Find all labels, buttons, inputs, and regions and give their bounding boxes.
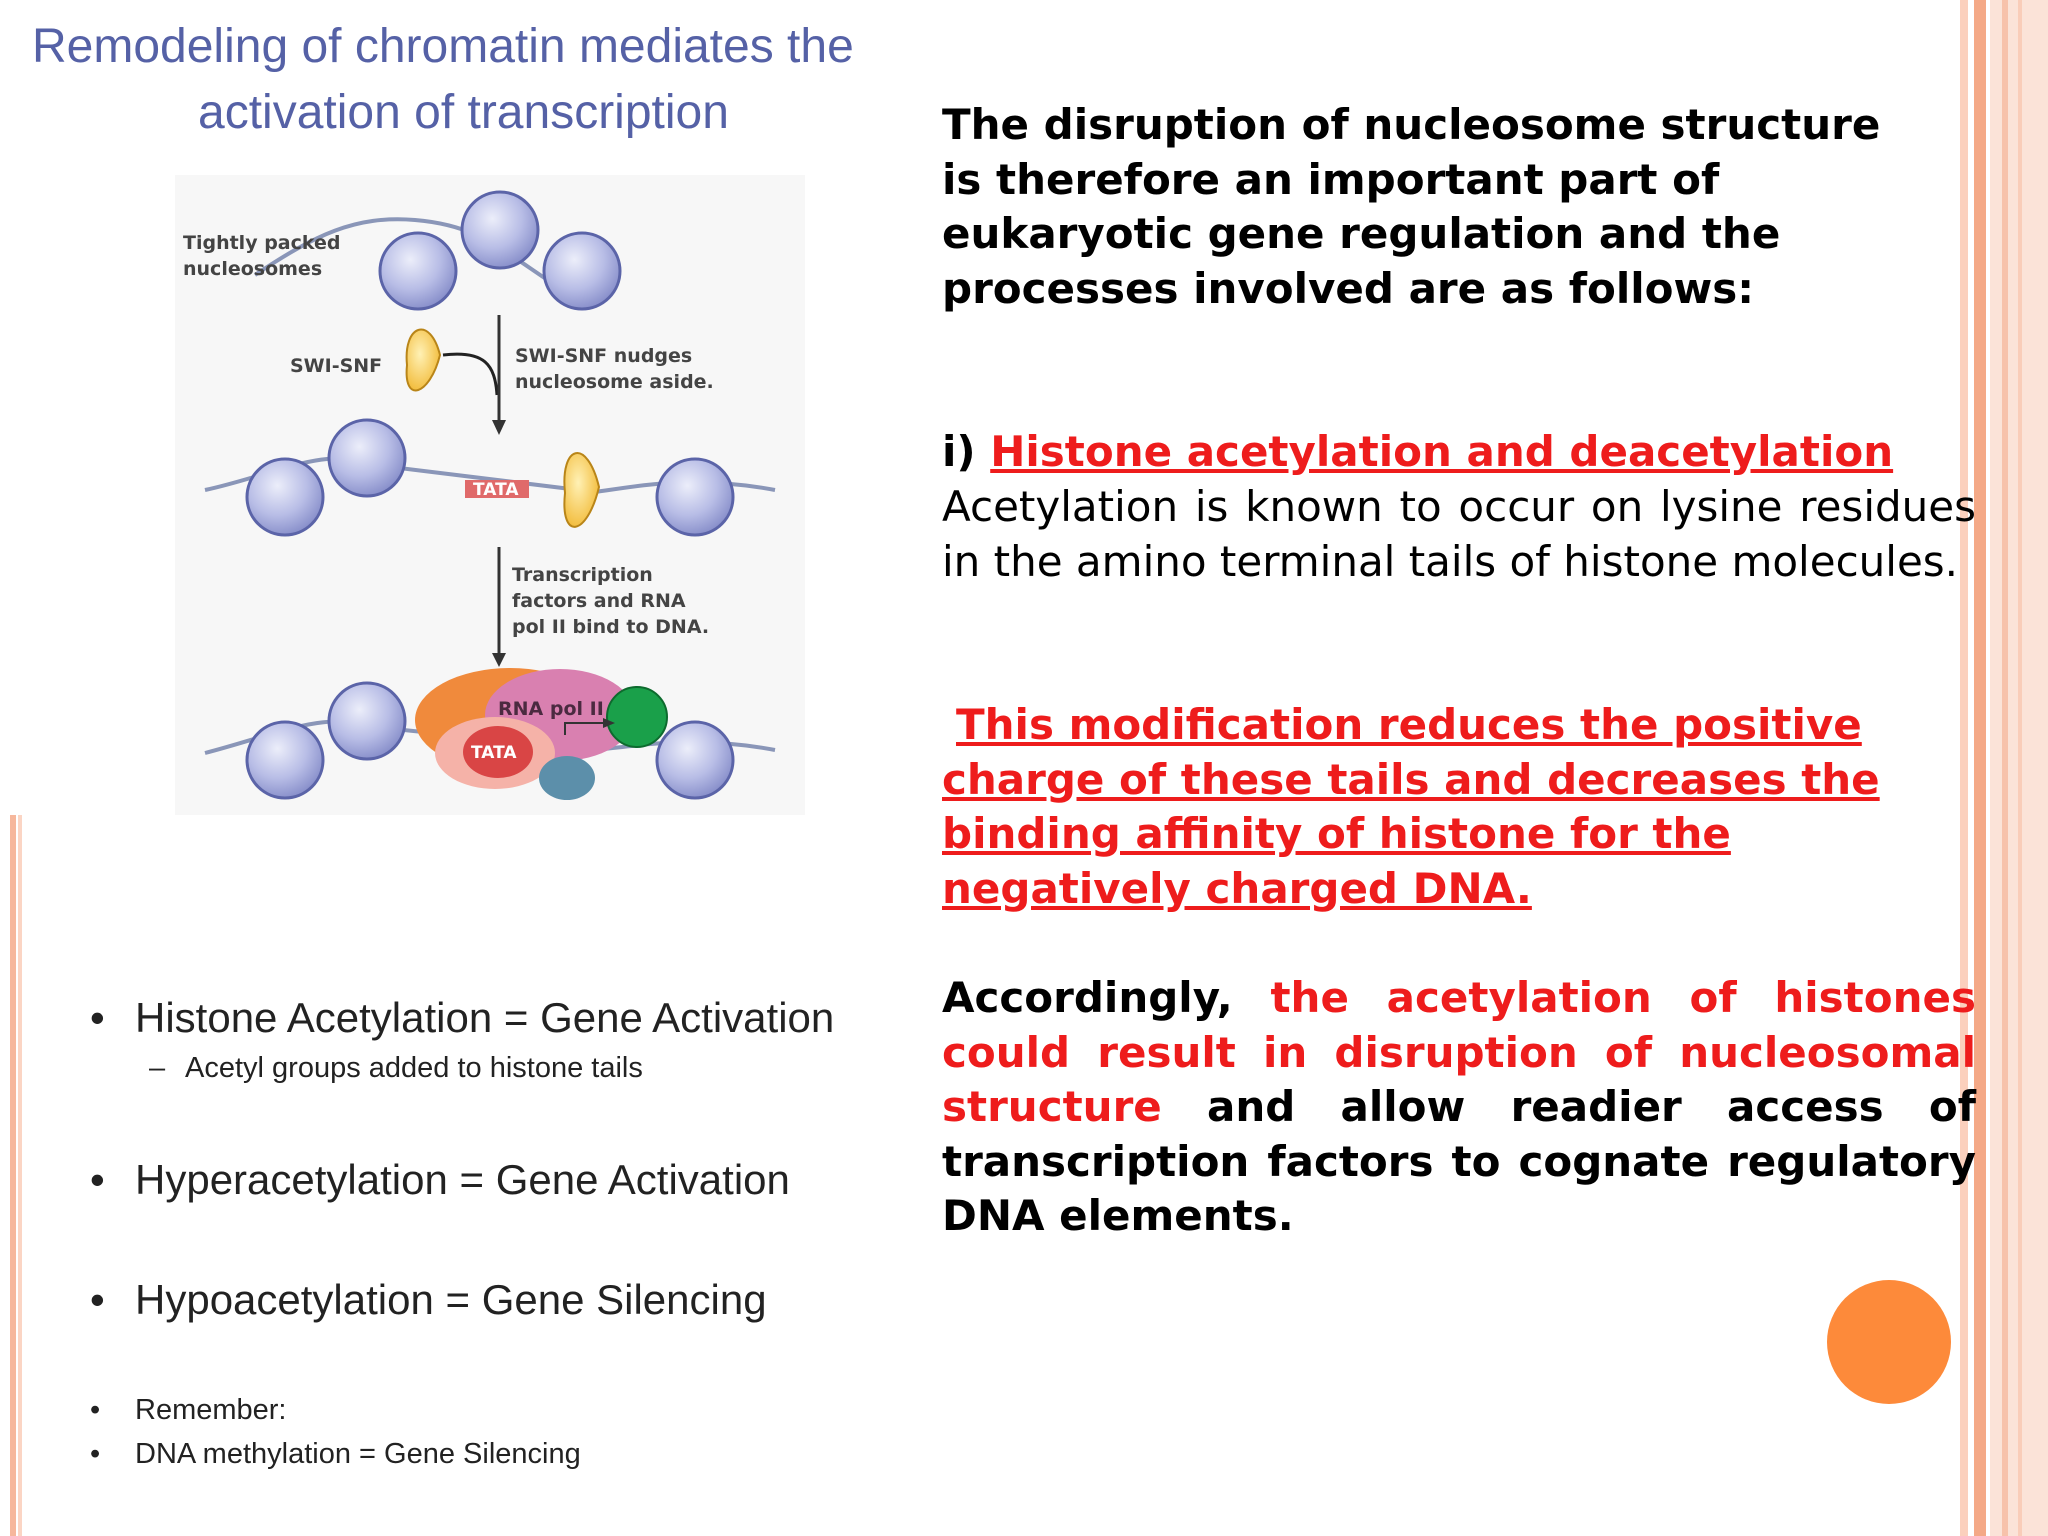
bullet-text-1: Histone Acetylation = Gene Activation bbox=[135, 994, 835, 1041]
bullet-marker: • bbox=[90, 1276, 105, 1323]
slide-title-line-2: activation of transcription bbox=[198, 86, 729, 139]
modification-line-1: This modification reduces the positive bbox=[956, 700, 1862, 749]
right-accent-stripe-1 bbox=[2002, 0, 2008, 1536]
accordingly-prefix: Accordingly, bbox=[942, 973, 1271, 1022]
figure-label-tata-2: TATA bbox=[471, 743, 517, 763]
nucleosome-1 bbox=[378, 231, 458, 311]
nucleosome-8 bbox=[327, 681, 407, 761]
transcription-factor-blue bbox=[539, 756, 595, 800]
intro-line-2: is therefore an important part of bbox=[942, 154, 1720, 204]
bullet-item-4: • Remember: bbox=[90, 1394, 287, 1427]
nucleosome-3 bbox=[542, 231, 622, 311]
modification-line-2: charge of these tails and decreases the bbox=[942, 754, 1880, 804]
left-accent-bar bbox=[10, 815, 16, 1536]
right-accent-bar-dark bbox=[1974, 0, 1986, 1536]
nucleosome-7 bbox=[245, 720, 325, 800]
swisnf-complex-2 bbox=[563, 452, 601, 528]
orange-circle-decoration bbox=[1827, 1280, 1951, 1404]
figure-label-tf-2: factors and RNA bbox=[512, 590, 686, 612]
right-accent-stripe-2 bbox=[2018, 0, 2022, 1536]
section-heading: i) Histone acetylation and deacetylation bbox=[942, 425, 1976, 480]
bullet-subtext-1: Acetyl groups added to histone tails bbox=[185, 1052, 643, 1084]
intro-line-1: The disruption of nucleosome structure bbox=[942, 100, 1881, 149]
section-number: i) bbox=[942, 427, 991, 476]
figure-label-tf-1: Transcription bbox=[512, 564, 653, 586]
transcription-factor-green bbox=[606, 686, 668, 748]
figure-label-nudges-1: SWI-SNF nudges bbox=[515, 345, 692, 367]
transcription-start-arrow bbox=[564, 722, 605, 735]
nucleosome-2 bbox=[460, 190, 540, 270]
intro-paragraph: The disruption of nucleosome structure i… bbox=[942, 98, 1976, 316]
figure-label-nudges-2: nucleosome aside. bbox=[515, 371, 714, 393]
bullet-marker: • bbox=[90, 1156, 105, 1203]
section-title: Histone acetylation and deacetylation bbox=[990, 427, 1894, 476]
bullet-marker: • bbox=[90, 994, 105, 1041]
accordingly-rest: and allow readier access of transcriptio… bbox=[942, 1082, 1976, 1240]
bullet-item-2: • Hyperacetylation = Gene Activation bbox=[90, 1156, 790, 1204]
acetylation-paragraph: Acetylation is known to occur on lysine … bbox=[942, 482, 1976, 586]
figure-label-nucleosomes: nucleosomes bbox=[183, 258, 322, 280]
bullet-text-2: Hyperacetylation = Gene Activation bbox=[135, 1156, 790, 1203]
tata-box-1 bbox=[465, 480, 529, 498]
accordingly-highlight: the acetylation of histones could result… bbox=[942, 973, 1976, 1131]
slide-title: Remodeling of chromatin mediates the act… bbox=[20, 14, 1000, 146]
nucleosome-4 bbox=[245, 457, 325, 537]
swisnf-complex-1 bbox=[405, 328, 442, 392]
figure-label-swisnf: SWI-SNF bbox=[290, 355, 382, 377]
left-accent-bar-light bbox=[18, 815, 22, 1536]
modification-paragraph: This modification reduces the positive c… bbox=[942, 698, 1976, 916]
accordingly-paragraph: Accordingly, the acetylation of histones… bbox=[942, 971, 1976, 1244]
figure-label-tf-3: pol II bind to DNA. bbox=[512, 616, 709, 638]
figure-label-rnapol: RNA pol II bbox=[498, 698, 604, 720]
intro-line-3: eukaryotic gene regulation and the bbox=[942, 209, 1781, 258]
figure-label-tata-1: TATA bbox=[473, 480, 519, 500]
bullet-marker: • bbox=[90, 1394, 101, 1426]
modification-line-3: binding affinity of histone for the bbox=[942, 809, 1731, 858]
bullet-text-4: Remember: bbox=[135, 1394, 287, 1426]
right-accent-bar bbox=[1960, 0, 1968, 1536]
chromatin-remodeling-figure: Tightly packed nucleosomes SWI-SNF SWI-S… bbox=[175, 175, 805, 815]
bullet-subitem-1: – Acetyl groups added to histone tails bbox=[149, 1052, 643, 1085]
sub-bullet-marker: – bbox=[149, 1052, 166, 1084]
slide-title-line-1: Remodeling of chromatin mediates the bbox=[32, 20, 854, 73]
nudge-arrow-curve bbox=[442, 352, 499, 396]
modification-line-4: negatively charged DNA. bbox=[942, 863, 1532, 913]
figure-label-tightly: Tightly packed bbox=[183, 232, 341, 254]
step-arrow-2-head bbox=[492, 653, 506, 667]
nucleosome-5 bbox=[327, 418, 407, 498]
nucleosome-9 bbox=[655, 720, 735, 800]
bullet-item-3: • Hypoacetylation = Gene Silencing bbox=[90, 1276, 767, 1324]
bullet-marker: • bbox=[90, 1438, 101, 1470]
chromatin-figure-svg: Tightly packed nucleosomes SWI-SNF SWI-S… bbox=[183, 190, 776, 800]
transcription-start-arrowhead bbox=[603, 718, 615, 728]
bullet-text-3: Hypoacetylation = Gene Silencing bbox=[135, 1276, 767, 1323]
bullet-text-5: DNA methylation = Gene Silencing bbox=[135, 1438, 581, 1470]
bullet-item-5: • DNA methylation = Gene Silencing bbox=[90, 1438, 581, 1471]
nucleosome-6 bbox=[655, 457, 735, 537]
intro-line-4: processes involved are as follows: bbox=[942, 263, 1755, 313]
tbp-factor bbox=[463, 726, 533, 778]
bullet-item-1: • Histone Acetylation = Gene Activation bbox=[90, 994, 835, 1042]
step-arrow-1-head bbox=[492, 420, 506, 435]
